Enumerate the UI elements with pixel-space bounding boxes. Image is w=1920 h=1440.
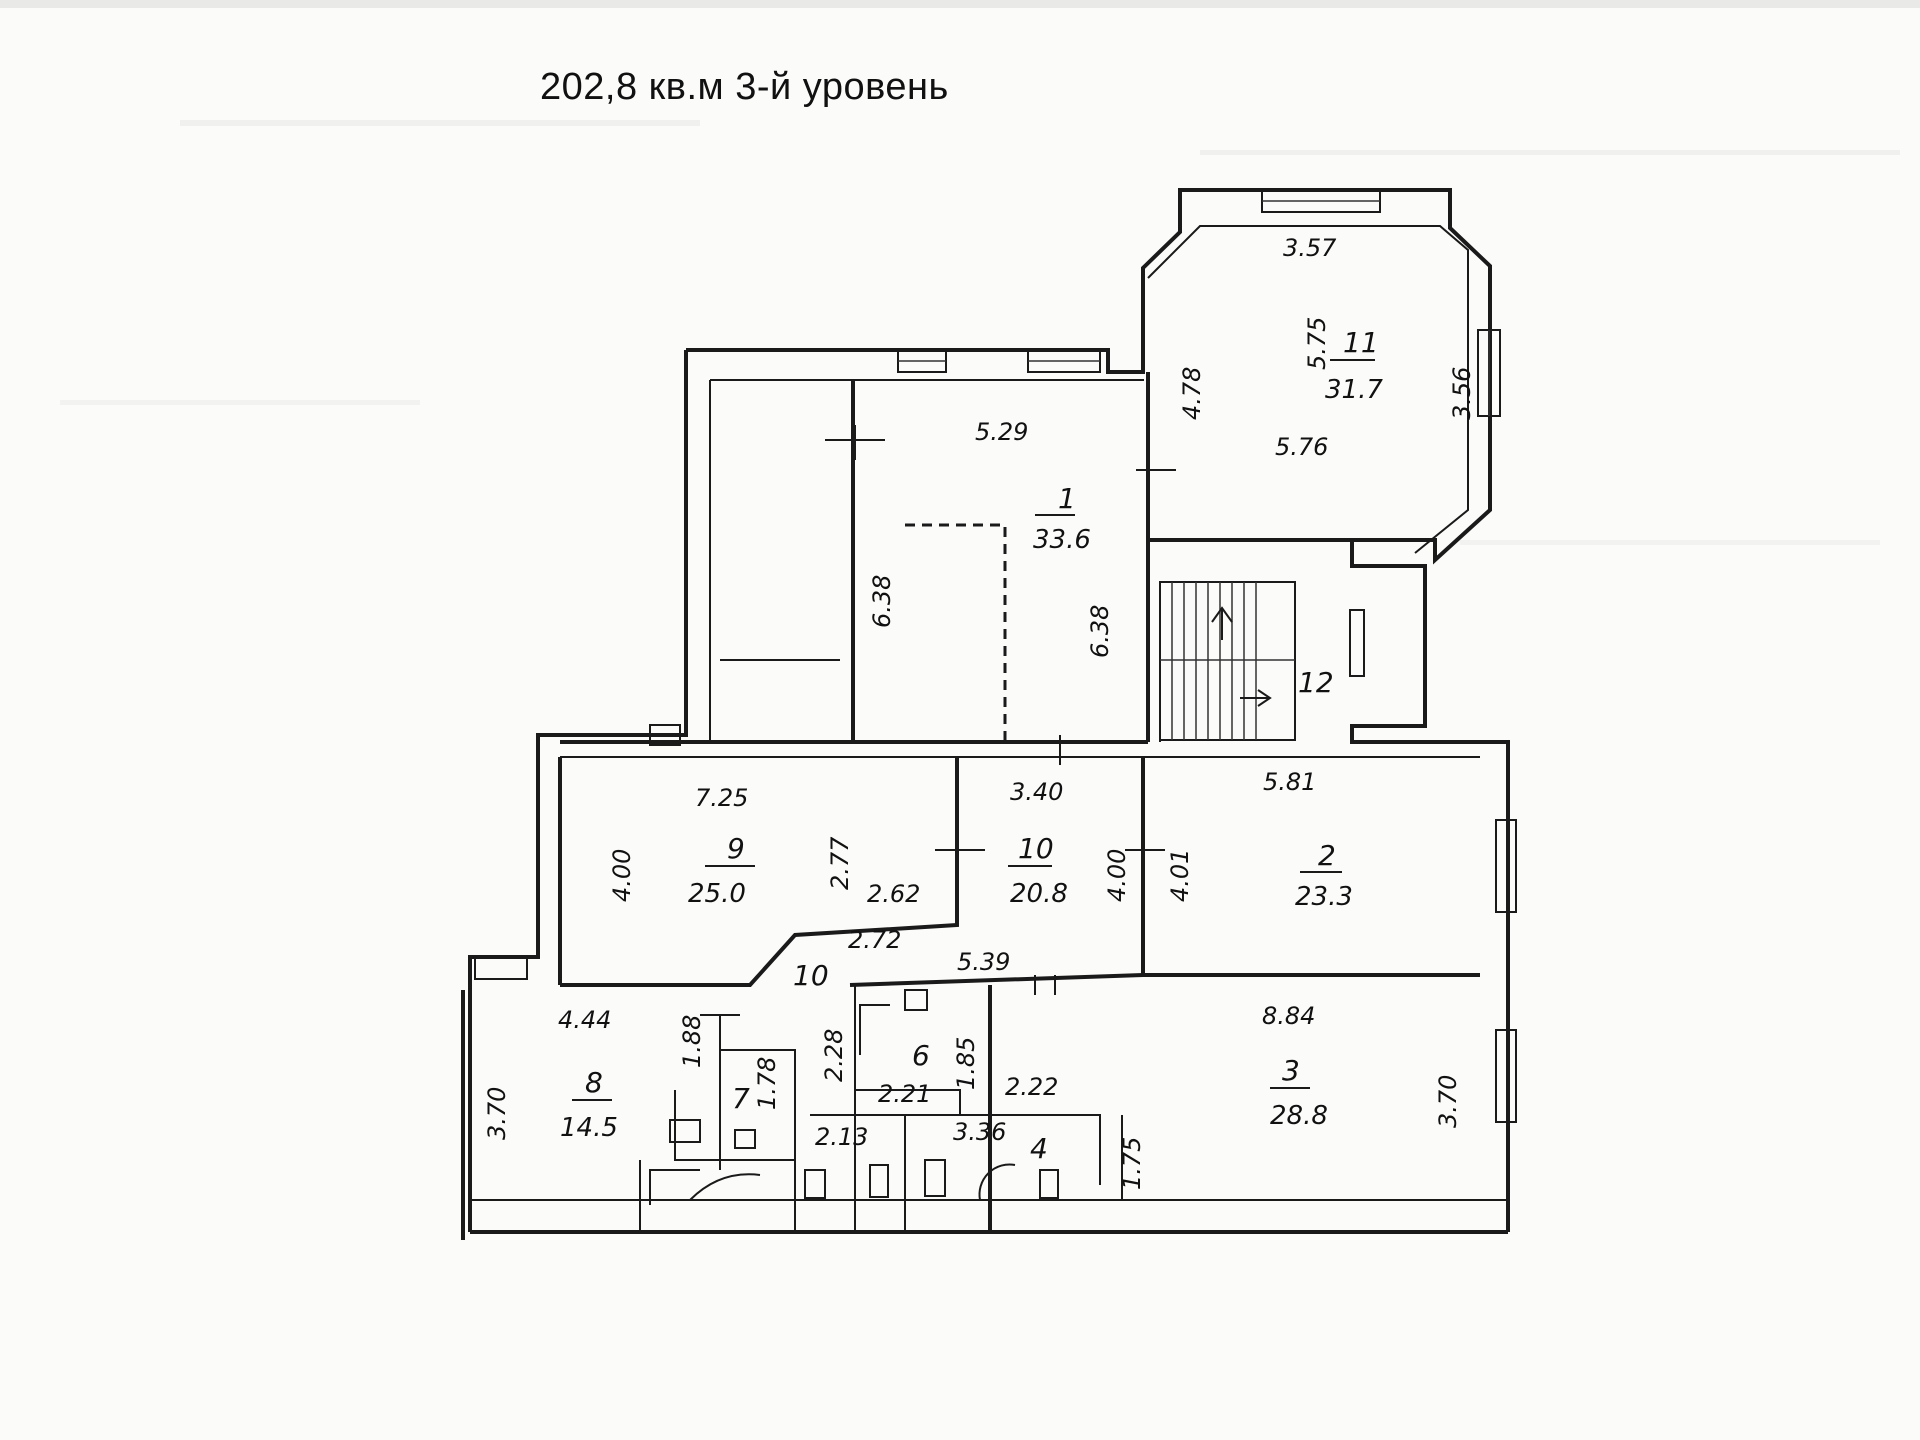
dim-label: 5.76 (1275, 433, 1328, 461)
dim-label: 2.28 (820, 1029, 848, 1082)
dim-label: 4.00 (608, 849, 636, 902)
interior-walls (470, 372, 1508, 1232)
dashed-partition (905, 523, 1007, 740)
dim-label: 2.13 (815, 1123, 868, 1151)
room-9-area: 25.0 (688, 879, 746, 909)
dim-label: 4.00 (1103, 849, 1131, 902)
sanitary-fixtures (649, 989, 1059, 1205)
room-8-number: 8 (585, 1066, 603, 1099)
dim-label: 5.75 (1303, 317, 1331, 370)
dim-label: 8.84 (1262, 1002, 1315, 1030)
dim-label: 3.40 (1010, 778, 1063, 806)
dim-label: 3.57 (1283, 234, 1337, 262)
dim-label: 2.72 (848, 926, 901, 954)
room-11-area: 31.7 (1325, 375, 1383, 405)
room-7-number: 7 (732, 1082, 750, 1115)
room-8-area: 14.5 (560, 1113, 618, 1143)
dimension-labels: 3.57 5.75 3.56 5.76 4.78 5.29 6.38 6.38 … (483, 234, 1476, 1190)
room-3-area: 28.8 (1270, 1101, 1328, 1131)
dim-label: 4.01 (1166, 849, 1194, 902)
plan-title: 202,8 кв.м 3-й уровень (540, 66, 949, 108)
dim-label: 2.77 (826, 836, 854, 890)
room-6-number: 6 (912, 1039, 930, 1072)
room-1-area: 33.6 (1033, 525, 1091, 555)
room-labels: 1 33.6 2 23.3 3 28.8 4 6 7 8 14.5 9 25.0… (560, 326, 1383, 1165)
dim-label: 4.44 (558, 1006, 611, 1034)
room-1-number: 1 (1058, 482, 1076, 515)
staircase (1159, 581, 1296, 741)
dim-label: 7.25 (695, 784, 748, 812)
door-marks (700, 425, 1176, 1016)
dim-label: 5.81 (1263, 768, 1316, 796)
windows (474, 189, 1517, 1123)
room-11-number: 11 (1343, 326, 1379, 359)
dim-label: 3.36 (953, 1118, 1006, 1146)
dim-label: 5.39 (957, 948, 1010, 976)
room-2-number: 2 (1318, 839, 1336, 872)
dim-label: 4.78 (1178, 367, 1206, 420)
scan-background (0, 0, 1920, 545)
dim-label: 2.22 (1005, 1073, 1058, 1101)
dim-label: 5.29 (975, 418, 1028, 446)
dim-label: 6.38 (868, 575, 896, 628)
dim-label: 1.75 (1118, 1137, 1146, 1190)
room-4-number: 4 (1030, 1132, 1048, 1165)
room-10-number: 10 (1018, 832, 1054, 865)
room-12-number: 12 (1298, 666, 1334, 699)
dim-label: 1.85 (952, 1037, 980, 1090)
dim-label: 3.56 (1448, 367, 1476, 420)
dim-label: 3.70 (483, 1087, 511, 1140)
room-10-area: 20.8 (1010, 879, 1068, 909)
dim-label: 1.78 (753, 1057, 781, 1110)
corridor-10-number: 10 (793, 959, 829, 992)
room-3-number: 3 (1282, 1054, 1300, 1087)
dim-label: 2.21 (878, 1080, 931, 1108)
dim-label: 6.38 (1086, 605, 1114, 658)
dim-label: 2.62 (867, 880, 920, 908)
dim-label: 3.70 (1434, 1075, 1462, 1128)
room-9-number: 9 (727, 832, 745, 865)
room-2-area: 23.3 (1295, 882, 1353, 912)
dim-label: 1.88 (678, 1015, 706, 1068)
